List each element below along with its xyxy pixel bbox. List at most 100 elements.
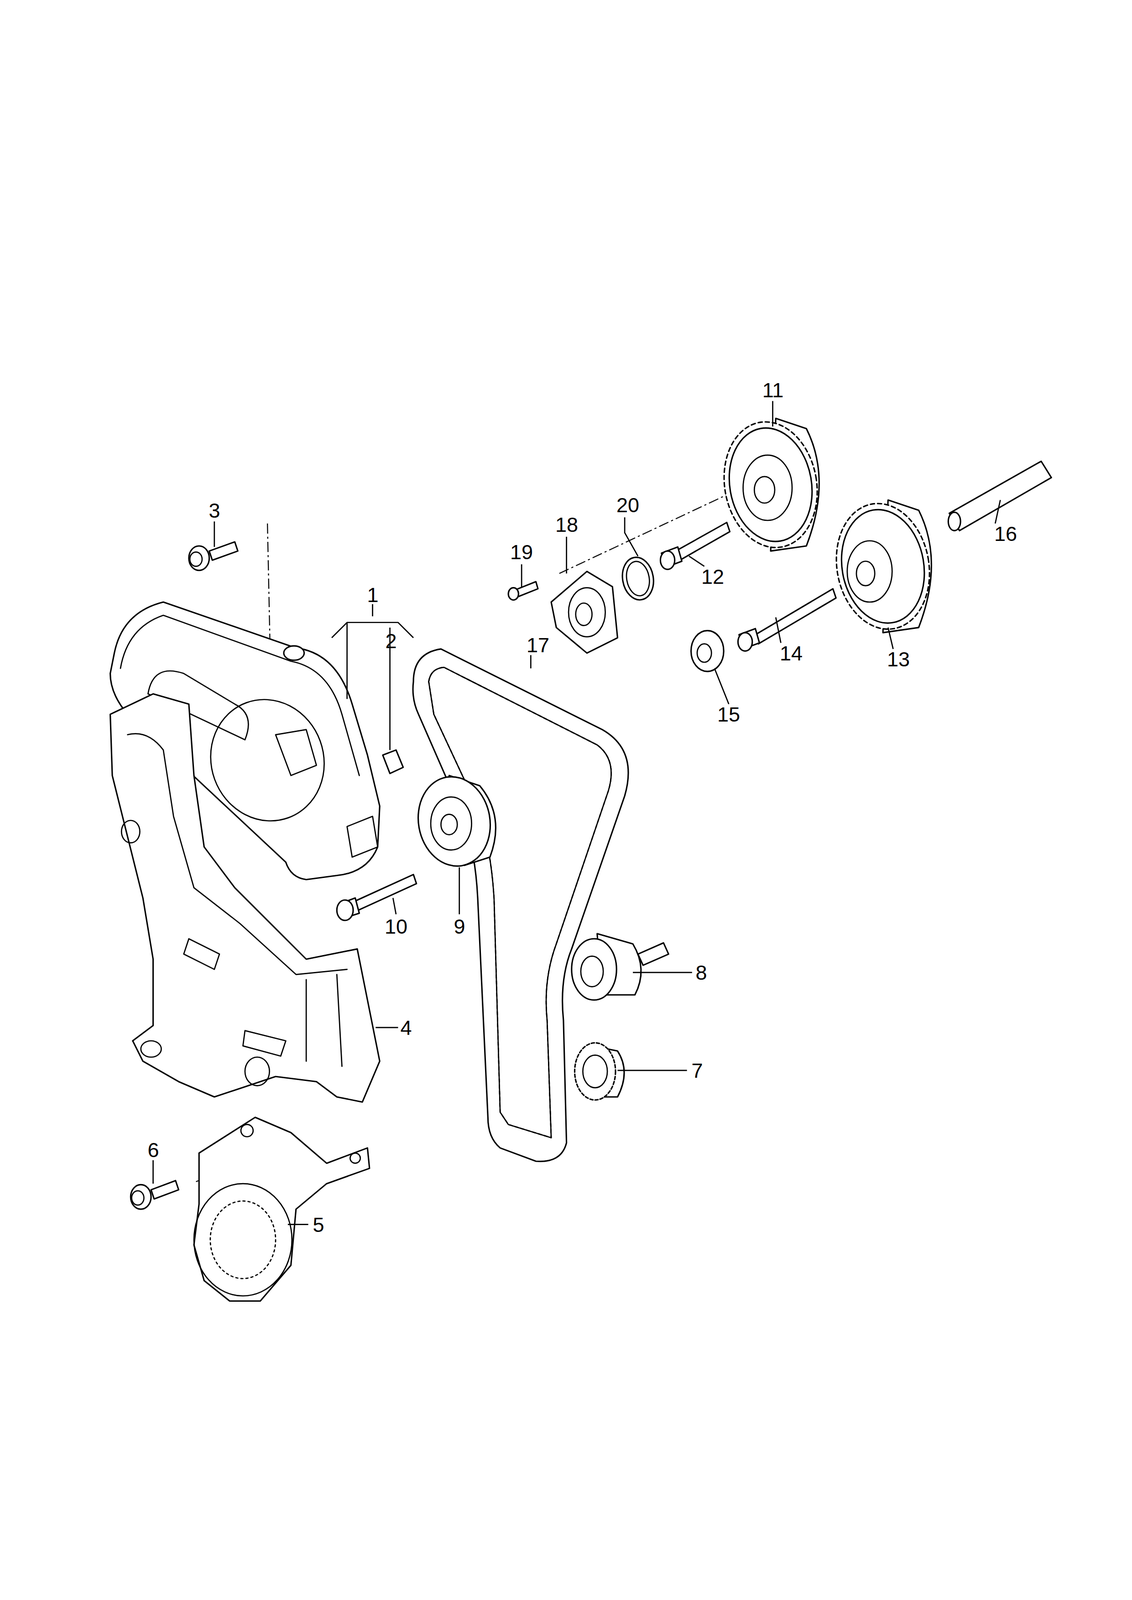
bolt <box>188 542 238 571</box>
callout-number: 7 <box>691 1060 703 1082</box>
cover <box>210 1201 276 1279</box>
bolt <box>209 542 239 561</box>
shaft <box>948 512 961 531</box>
roller <box>580 956 604 987</box>
callout-number: 5 <box>312 1215 324 1236</box>
leader-line <box>375 1027 398 1029</box>
lower-cover <box>306 975 342 1067</box>
cover-plate <box>551 571 618 654</box>
leader-line <box>995 500 1001 524</box>
idler-pulley <box>411 771 497 872</box>
camshaft-sprocket <box>847 541 893 603</box>
gear <box>574 1043 616 1101</box>
roller <box>571 938 617 1001</box>
lower-cover <box>140 1041 162 1058</box>
callout-number: 16 <box>994 523 1018 545</box>
lower-cover <box>183 938 220 970</box>
callout-number: 15 <box>717 704 741 726</box>
bolt <box>188 546 210 571</box>
cover <box>349 1153 360 1164</box>
camshaft-sprocket <box>826 496 939 637</box>
bolt <box>189 552 203 567</box>
leader-line <box>152 1160 154 1185</box>
cover <box>193 1117 370 1302</box>
leader-line <box>392 898 397 915</box>
camshaft-sprocket <box>714 414 827 556</box>
leader-line <box>775 617 781 644</box>
bolt <box>130 1184 152 1210</box>
callout-number: 19 <box>510 542 533 563</box>
bolt <box>737 589 836 652</box>
bolt <box>660 522 730 570</box>
bolt <box>508 581 538 600</box>
clip <box>382 750 404 774</box>
idler-pulley <box>430 797 472 851</box>
roller <box>637 943 669 966</box>
camshaft-sprocket <box>856 561 875 587</box>
washer <box>691 631 725 672</box>
cover <box>240 1124 254 1138</box>
bolt <box>355 874 417 911</box>
bolt <box>336 874 417 921</box>
bolt <box>737 632 752 652</box>
bolt <box>508 588 519 601</box>
callout-number: 9 <box>453 916 465 938</box>
cover-plate <box>568 588 606 637</box>
callout-number: 10 <box>384 916 408 938</box>
washer <box>697 644 712 663</box>
callout-number: 8 <box>695 962 707 984</box>
bolt <box>130 1180 179 1210</box>
roller <box>571 933 669 1001</box>
callout-number: 2 <box>385 631 397 652</box>
leader-line <box>530 655 532 669</box>
lower-cover <box>110 693 381 1103</box>
callout-number: 20 <box>616 495 640 516</box>
bolt <box>151 1180 179 1200</box>
camshaft-sprocket <box>826 496 939 637</box>
camshaft-sprocket <box>743 455 793 521</box>
leader-line <box>153 401 1001 1225</box>
cover-plate <box>575 603 593 626</box>
gear <box>574 1043 625 1101</box>
callout-number: 11 <box>762 380 784 401</box>
camshaft-sprocket <box>754 476 775 504</box>
callout-number: 18 <box>555 514 579 536</box>
callout-number: 3 <box>208 500 220 522</box>
bolt <box>660 551 675 570</box>
callout-number: 6 <box>147 1140 159 1161</box>
lower-cover <box>242 1031 286 1057</box>
clip <box>382 750 404 774</box>
leader-line <box>887 627 893 650</box>
camshaft-sprocket <box>714 414 827 556</box>
washer <box>691 631 725 672</box>
leader-line <box>213 521 215 548</box>
leader-line <box>565 537 568 574</box>
lower-cover <box>245 1057 270 1087</box>
shaft <box>948 461 1052 531</box>
cover <box>193 1184 293 1297</box>
lower-cover <box>121 820 140 844</box>
leader-line <box>287 1224 309 1226</box>
leader-line <box>521 564 523 588</box>
upper-cover <box>193 683 342 838</box>
leader-line <box>617 1070 687 1072</box>
o-ring <box>619 554 657 603</box>
lower-cover <box>127 734 348 976</box>
camshaft-sprocket <box>832 503 934 631</box>
idler-pulley <box>411 771 497 872</box>
timing-belt <box>412 649 629 1162</box>
upper-cover <box>275 730 317 777</box>
timing-belt <box>428 667 612 1138</box>
bolt <box>131 1191 145 1206</box>
bolt <box>675 522 731 561</box>
bolt <box>336 900 354 921</box>
gear <box>582 1055 608 1089</box>
callout-number: 17 <box>526 635 550 656</box>
upper-cover <box>347 816 378 858</box>
leader-line <box>688 556 705 567</box>
callout-number: 13 <box>886 649 910 670</box>
upper-cover <box>283 646 305 661</box>
leader-line <box>331 604 414 751</box>
cover-plate <box>551 571 618 654</box>
